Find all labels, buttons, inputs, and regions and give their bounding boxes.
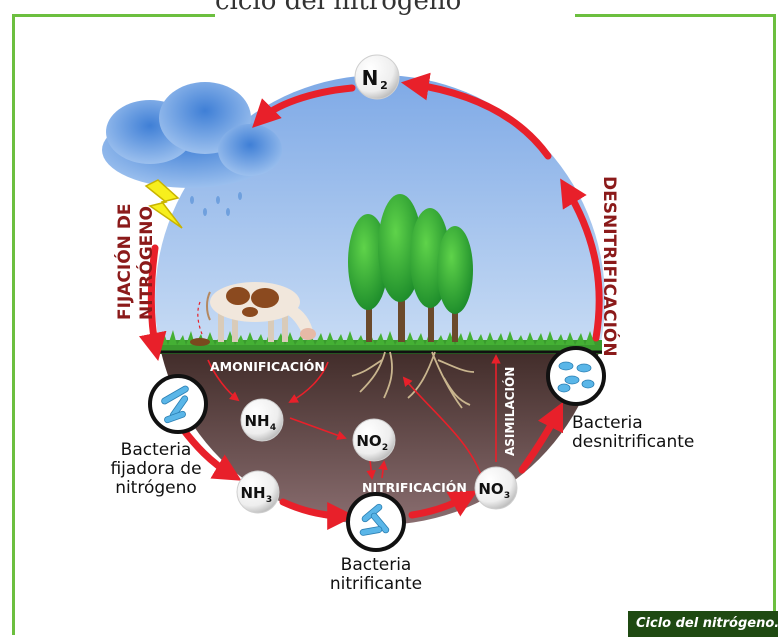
label-desnitrificante-line1: Bacteria [572, 413, 643, 433]
arrow-nh3-to-nitrificante [279, 498, 356, 530]
arrow-fixation-down [138, 244, 167, 361]
arrow-to-n2 [400, 72, 552, 160]
svg-text:NO: NO [356, 432, 381, 450]
lightning-bolt [144, 179, 183, 229]
node-no3: NO 3 [474, 466, 518, 510]
node-no2: NO 2 [352, 418, 396, 462]
arrow-n2-to-cloud [252, 84, 356, 128]
bacteria-circle-fijadora [148, 374, 208, 434]
arrow-to-no3 [408, 490, 478, 519]
label-fijacion-line1: FIJACIÓN DE [113, 203, 135, 320]
label-nitrificante-line1: Bacteria [341, 555, 412, 575]
node-nh4: NH 4 [240, 398, 284, 442]
svg-text:2: 2 [380, 79, 388, 92]
label-desnitrificante-line2: desnitrificante [572, 432, 694, 452]
svg-text:3: 3 [504, 491, 510, 501]
arrow-no3-to-desnitrificante [518, 401, 564, 474]
figure-caption: Ciclo del nitrógeno. [628, 611, 778, 637]
arrow-desnitrificacion-up [560, 178, 603, 342]
svg-text:3: 3 [266, 495, 272, 505]
trees [348, 194, 473, 342]
bacteria-circle-nitrificante [346, 492, 406, 552]
label-nitrificacion: NITRIFICACIÓN [362, 480, 467, 495]
label-nitrificante-line2: nitrificante [330, 574, 422, 594]
svg-text:NO: NO [478, 480, 503, 498]
svg-text:N: N [362, 66, 379, 90]
label-asimilacion: ASIMILACIÓN [502, 367, 517, 456]
label-fijadora-line3: nitrógeno [115, 478, 197, 498]
cow-illustration [190, 282, 316, 346]
label-fijacion-line2: NITRÓGENO [135, 206, 157, 320]
plant-roots [351, 351, 475, 409]
label-amonificacion: AMONIFICACIÓN [210, 359, 325, 374]
node-nh3: NH 3 [236, 470, 280, 514]
node-n2: N 2 [354, 54, 400, 100]
bacteria-circle-desnitrificante [546, 346, 606, 406]
rain-cloud [102, 82, 282, 216]
svg-text:NH: NH [240, 484, 265, 502]
svg-text:2: 2 [382, 443, 388, 453]
svg-text:4: 4 [270, 423, 276, 433]
label-fijadora-line2: fijadora de [110, 459, 201, 479]
label-desnitrificacion: DESNITRIFICACIÓN [599, 176, 621, 357]
cycle-arrows [138, 72, 603, 530]
svg-text:NH: NH [244, 412, 269, 430]
label-fijadora-line1: Bacteria [121, 440, 192, 460]
title-fragment: ciclo del nitrógeno [215, 0, 575, 22]
soil-arrows [207, 354, 501, 480]
